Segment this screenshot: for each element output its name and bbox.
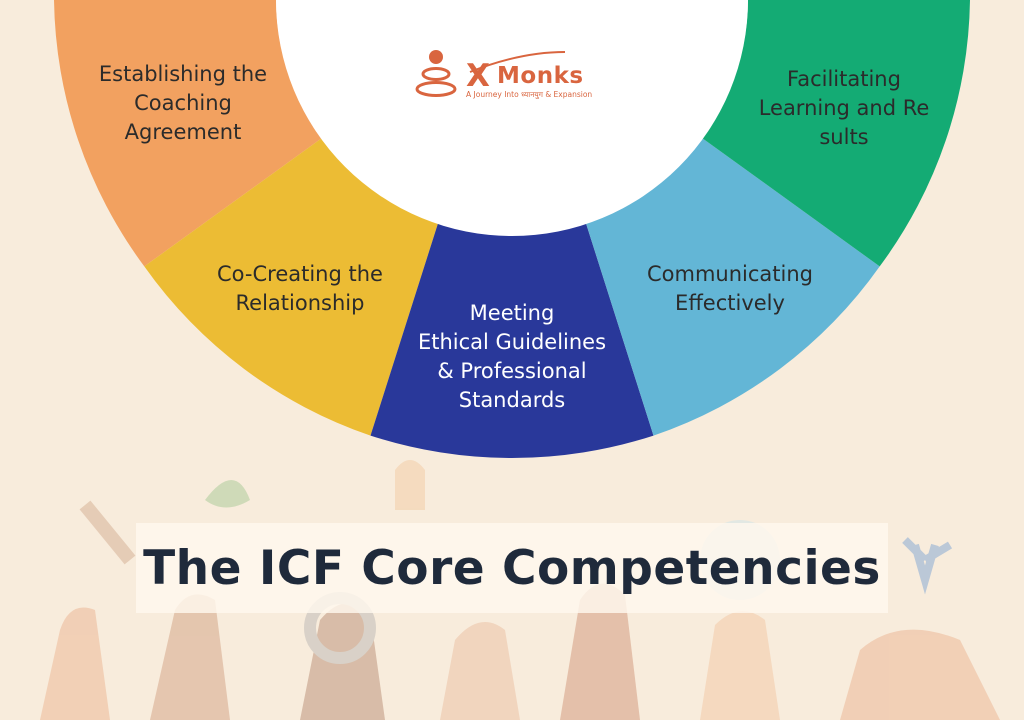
segment-establishing-agreement — [54, 0, 322, 267]
paintbrush-icon — [79, 500, 136, 565]
title-banner: The ICF Core Competencies — [136, 523, 888, 613]
page-title: The ICF Core Competencies — [143, 540, 881, 596]
hand-shape-7 — [840, 629, 1000, 720]
label-co-creating-relationship: Co-Creating the Relationship — [217, 262, 383, 315]
hand-shape-5 — [560, 583, 640, 720]
segment-facilitating-learning — [702, 0, 970, 267]
hand-shape-2 — [150, 594, 230, 720]
label-communicating-effectively: Communicating Effectively — [646, 262, 813, 315]
person-figure-icon — [902, 537, 953, 595]
hand-shape-6 — [700, 611, 780, 720]
logo-swoosh — [469, 51, 566, 73]
hand-shape-3 — [300, 602, 385, 720]
wheel-center-hub — [276, 0, 748, 236]
competency-wheel — [54, 0, 970, 459]
segment-meeting-ethical-guidelines — [370, 223, 654, 459]
leaf-icon — [205, 480, 250, 508]
logo-stones-icon — [415, 50, 566, 97]
logo-brand-word: Monks — [497, 63, 584, 89]
segment-communicating-effectively — [586, 138, 880, 436]
hand-shape-1 — [40, 607, 110, 720]
hand-shape-4 — [440, 622, 520, 720]
xmonks-logo: X Monks A Journey Into ध्यानयुग & Expans… — [412, 48, 612, 104]
label-establishing-agreement: Establishing the Coaching Agreement — [98, 62, 268, 144]
label-facilitating-learning: Facilitating Learning and Re sults — [758, 67, 930, 149]
logo-brand-x: X — [466, 58, 490, 94]
segment-co-creating-relationship — [144, 138, 439, 436]
lightbulb-icon — [395, 460, 425, 510]
label-meeting-ethical-guidelines: Meeting Ethical Guidelines & Professiona… — [417, 301, 607, 412]
logo-tagline: A Journey Into ध्यानयुग & Expansion — [466, 90, 593, 99]
